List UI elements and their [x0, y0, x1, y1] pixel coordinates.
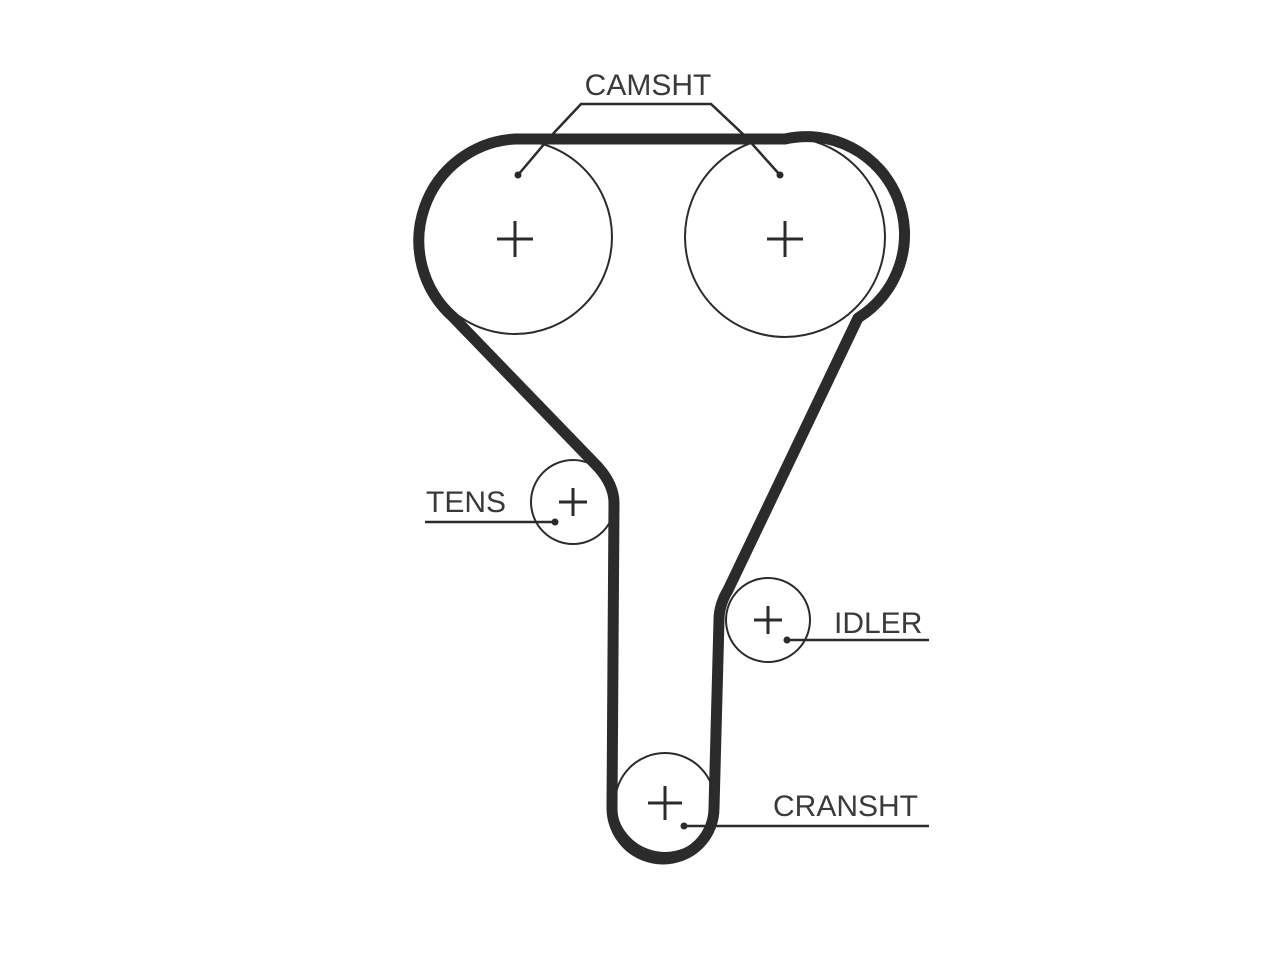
camshaft-label: CAMSHT — [585, 69, 712, 102]
camshaft-leader-line — [517, 102, 781, 176]
idler-pulley — [725, 577, 811, 663]
timing-belt — [413, 131, 910, 865]
idler-leader-dot — [783, 636, 791, 644]
camshaft-left-leader-dot — [514, 171, 522, 179]
camshaft-pulley-right — [684, 136, 886, 338]
tensioner-label: TENS — [426, 486, 506, 519]
crankshaft-leader-dot — [680, 822, 688, 830]
crankshaft-label: CRANSHT — [773, 790, 918, 823]
camshaft-right-leader-dot — [776, 171, 784, 179]
idler-label: IDLER — [834, 607, 922, 640]
tensioner-leader-dot — [551, 518, 559, 526]
